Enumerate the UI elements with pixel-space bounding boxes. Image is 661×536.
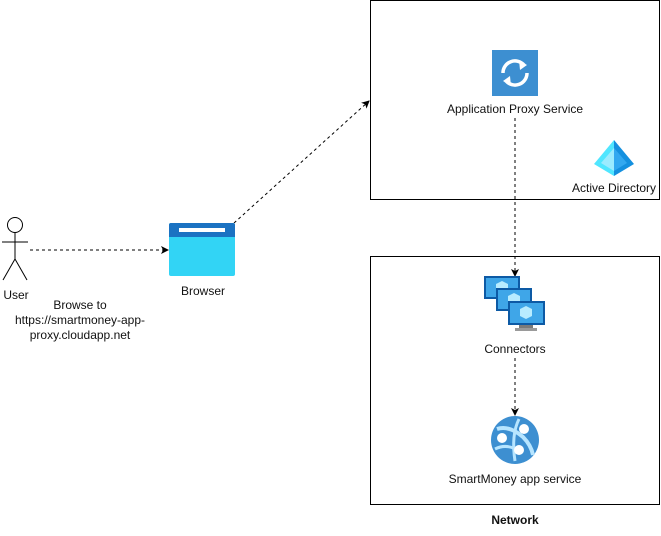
stacked-monitors-icon	[484, 276, 545, 331]
globe-app-service-icon	[491, 416, 539, 464]
pyramid-icon	[594, 140, 634, 176]
app-service-label: SmartMoney app service	[448, 472, 582, 486]
browse-note-line-3: proxy.cloudapp.net	[29, 328, 131, 342]
connectors-label: Connectors	[484, 342, 546, 356]
network-label: Network	[491, 513, 539, 527]
browser-label: Browser	[180, 284, 226, 298]
user-label: User	[3, 288, 29, 302]
browser-window-icon	[169, 223, 235, 276]
active-directory-label: Active Directory	[571, 181, 657, 195]
person-stick-figure-icon	[2, 217, 28, 281]
browse-note-line-1: Browse to	[53, 298, 107, 312]
sync-arrows-icon	[492, 50, 538, 96]
browse-note-line-2: https://smartmoney-app-	[14, 313, 146, 327]
arrow-browser-to-proxy	[233, 100, 370, 224]
app-proxy-label: Application Proxy Service	[446, 102, 584, 116]
browse-note: Browse to https://smartmoney-app- proxy.…	[15, 298, 145, 343]
